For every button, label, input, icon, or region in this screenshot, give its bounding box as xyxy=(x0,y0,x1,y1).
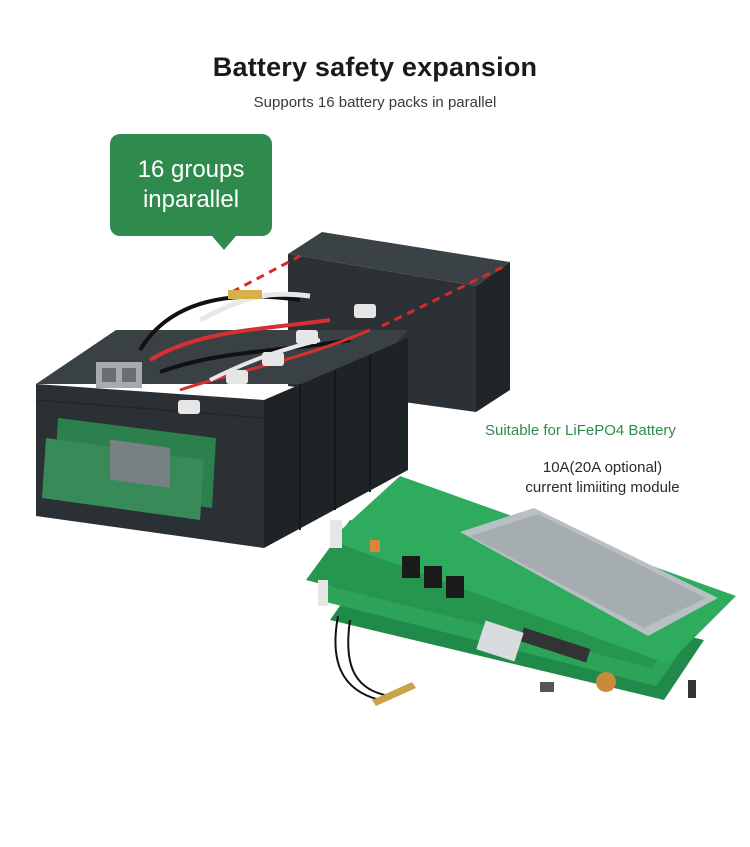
module-line-1: 10A(20A optional) xyxy=(542,459,663,476)
callout-line-1: 16 groups xyxy=(137,156,245,183)
pack-pcb-overlay xyxy=(42,418,216,520)
callout-line-2: inparallel xyxy=(142,186,240,213)
parallel-groups-callout: 16 groups inparallel xyxy=(110,134,272,250)
terminal-connectors xyxy=(96,304,376,414)
lifepo4-label: Suitable for LiFePO4 Battery xyxy=(485,422,676,439)
bms-board-stack xyxy=(306,476,736,706)
current-limiting-label: 10A(20A optional) current limiiting modu… xyxy=(500,458,705,498)
page-subtitle: Supports 16 battery packs in parallel xyxy=(253,94,497,111)
module-line-2: current limiiting module xyxy=(525,479,680,496)
page-title: Battery safety expansion xyxy=(212,52,538,82)
parallel-guide-lines xyxy=(231,254,506,328)
